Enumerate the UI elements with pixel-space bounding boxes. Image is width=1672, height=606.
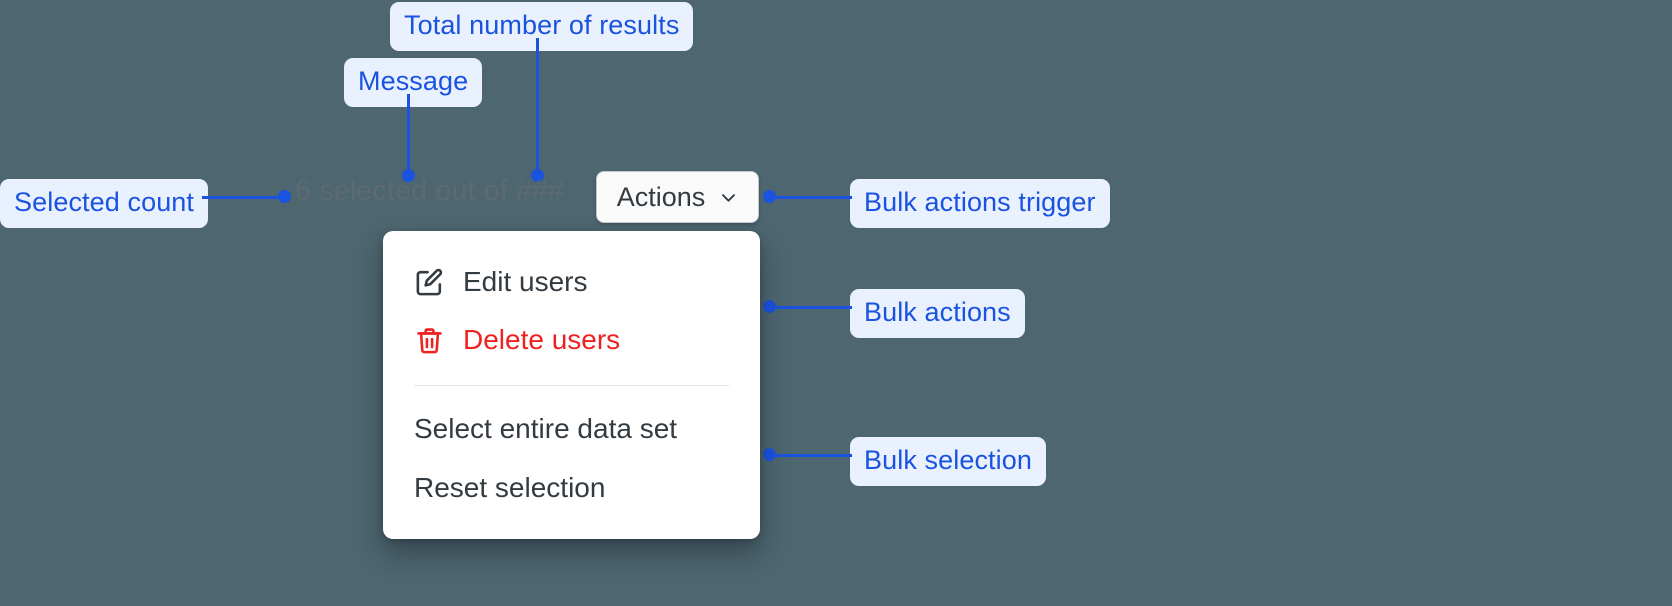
edit-icon xyxy=(414,267,445,298)
connector-line-bulk-selection xyxy=(770,454,852,457)
bulk-actions-trigger-label: Actions xyxy=(616,181,706,212)
connector-dot-bulk-actions-trigger xyxy=(763,190,776,203)
bulk-actions-menu: Edit users Delete users Select entire da… xyxy=(383,231,760,539)
menu-item-reset-selection[interactable]: Reset selection xyxy=(383,459,760,517)
annotation-selected-count: Selected count xyxy=(0,179,209,228)
connector-dot-bulk-actions xyxy=(763,300,776,313)
selection-message-text: 6 selected out of ### xyxy=(295,175,565,207)
connector-dot-bulk-selection xyxy=(763,448,776,461)
connector-line-bulk-actions xyxy=(770,306,852,309)
connector-line-total-results xyxy=(536,38,539,175)
menu-item-delete-users[interactable]: Delete users xyxy=(383,311,760,369)
annotation-total-number-of-results: Total number of results xyxy=(390,2,694,51)
selection-message-bar: 6 selected out of ### xyxy=(295,177,564,206)
menu-divider xyxy=(414,385,729,387)
connector-dot-message xyxy=(402,169,415,182)
connector-dot-selected-count xyxy=(278,190,291,203)
annotation-bulk-selection: Bulk selection xyxy=(850,437,1046,486)
menu-item-delete-users-label: Delete users xyxy=(463,324,621,356)
menu-item-select-entire-data-set-label: Select entire data set xyxy=(414,413,678,445)
menu-item-edit-users[interactable]: Edit users xyxy=(383,253,760,311)
annotation-bulk-actions: Bulk actions xyxy=(850,289,1025,338)
connector-dot-total-results xyxy=(531,169,544,182)
annotation-bulk-actions-trigger: Bulk actions trigger xyxy=(850,179,1110,228)
annotation-message: Message xyxy=(344,58,483,107)
bulk-actions-trigger-button[interactable]: Actions xyxy=(596,171,759,223)
trash-icon xyxy=(414,325,445,356)
connector-line-bulk-actions-trigger xyxy=(770,196,852,199)
chevron-down-icon xyxy=(719,188,738,207)
menu-item-select-entire-data-set[interactable]: Select entire data set xyxy=(383,400,760,458)
menu-item-reset-selection-label: Reset selection xyxy=(414,471,606,503)
connector-line-message xyxy=(407,94,410,175)
menu-item-edit-users-label: Edit users xyxy=(463,266,588,297)
connector-line-selected-count xyxy=(202,196,284,199)
